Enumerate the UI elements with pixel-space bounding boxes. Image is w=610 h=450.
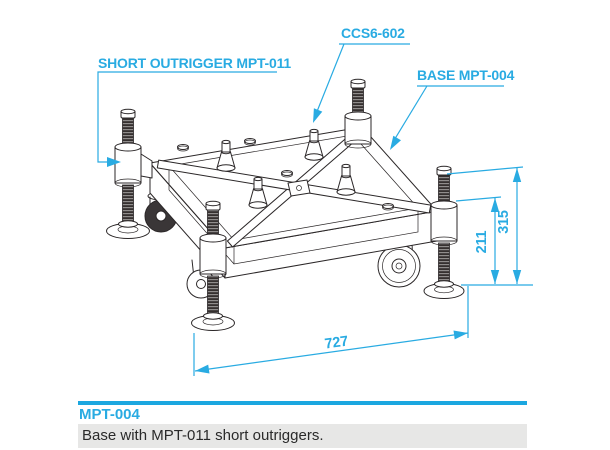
back-outrigger-leg <box>344 78 372 149</box>
dimension-727-value: 727 <box>324 333 350 352</box>
arrowhead-icon <box>390 135 401 150</box>
left-outrigger-leg <box>106 108 153 239</box>
cone-coupler-right <box>336 163 356 196</box>
right-outrigger-leg <box>423 165 465 299</box>
base-leader-line <box>392 85 504 143</box>
outrigger-label: SHORT OUTRIGGER MPT-011 <box>98 55 291 71</box>
outrigger-leader-line <box>97 71 277 163</box>
hex-bolt <box>177 138 394 211</box>
description-band <box>78 424 527 448</box>
dimension-315-value: 315 <box>496 210 512 234</box>
front-outrigger-leg <box>191 200 235 331</box>
dimension-211-value: 211 <box>474 230 490 253</box>
dimension-211: 211 <box>455 196 502 284</box>
annotations: SHORT OUTRIGGER MPT-011 CCS6-602 BASE MP… <box>97 25 533 376</box>
cone-coupler-back <box>304 128 324 161</box>
base-label: BASE MPT-004 <box>417 67 515 83</box>
product-code: MPT-004 <box>79 406 140 423</box>
cone-label: CCS6-602 <box>341 25 405 41</box>
footer-accent-bar <box>78 401 527 405</box>
dimension-727: 727 <box>193 286 469 376</box>
cone-couplers <box>216 128 356 209</box>
base-assembly-drawing <box>106 78 465 331</box>
cone-leader-line <box>315 43 410 115</box>
cone-coupler-front <box>248 176 268 209</box>
dimension-315: 315 <box>446 166 524 284</box>
product-description: Base with MPT-011 short outriggers. <box>82 427 324 444</box>
arrowhead-icon <box>107 157 121 167</box>
cone-coupler-left <box>216 139 236 172</box>
arrowhead-icon <box>313 108 323 123</box>
